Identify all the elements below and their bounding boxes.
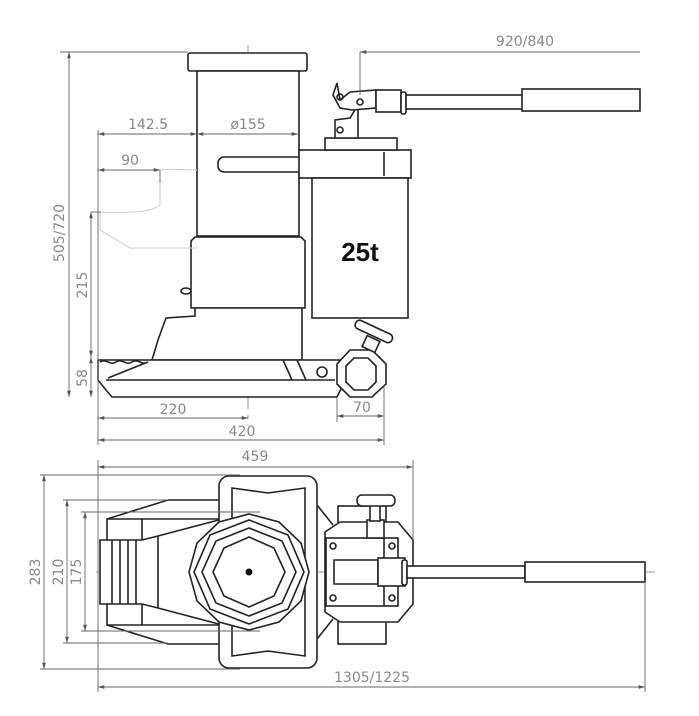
pump-handle-top — [406, 565, 526, 579]
dim-base-length: 420 — [229, 424, 256, 440]
dim-ram-diameter: ø155 — [230, 117, 265, 133]
handle-grip-top — [524, 561, 646, 583]
top-dimensions: 459 283 210 175 1305/1225 — [28, 449, 646, 692]
toe-top — [99, 534, 159, 610]
pump-base — [324, 137, 398, 151]
pump-linkage — [332, 82, 377, 111]
ram — [196, 70, 300, 237]
dim-toe-depth: 90 — [121, 153, 139, 169]
capacity-label: 25t — [341, 237, 379, 267]
top-view: 459 283 210 175 1305/1225 — [28, 449, 655, 692]
reservoir — [311, 177, 409, 319]
release-valve-knob[interactable] — [354, 319, 394, 344]
lower-body — [150, 307, 303, 361]
sleeve — [190, 236, 306, 309]
toe-raised-outline — [99, 168, 198, 249]
pump-lever-body — [334, 102, 359, 139]
handle-socket — [375, 89, 402, 113]
dim-toe-width: 175 — [69, 559, 85, 586]
release-valve-knob-top[interactable] — [356, 494, 396, 507]
dim-toe-height: 215 — [75, 272, 91, 299]
dim-total-height: 505/720 — [52, 204, 68, 262]
handle-grip — [521, 88, 641, 112]
dim-offset: 142.5 — [128, 117, 168, 133]
pump-clevis — [333, 559, 379, 585]
dim-valve-offset: 70 — [353, 400, 371, 416]
ram-octagon-outer — [193, 519, 305, 625]
ram-cap — [187, 52, 308, 72]
toe-serration — [99, 360, 335, 381]
dim-overall-width: 459 — [242, 449, 269, 465]
dim-base-width: 210 — [51, 559, 67, 586]
side-dimensions: 920/840 505/720 142.5 ø155 90 215 58 220… — [52, 34, 640, 445]
dim-handle-length: 920/840 — [496, 34, 554, 50]
pin — [180, 287, 192, 295]
pump-head — [298, 149, 412, 179]
ram-center — [245, 568, 253, 576]
dim-frame-width: 283 — [28, 559, 44, 586]
dim-center-distance: 220 — [160, 402, 187, 418]
dim-toe-min-height: 58 — [75, 369, 91, 387]
pump-handle — [405, 94, 525, 110]
dim-overall-length: 1305/1225 — [334, 670, 410, 686]
side-view: 25t 920/840 505/720 142.5 ø155 — [52, 34, 641, 445]
